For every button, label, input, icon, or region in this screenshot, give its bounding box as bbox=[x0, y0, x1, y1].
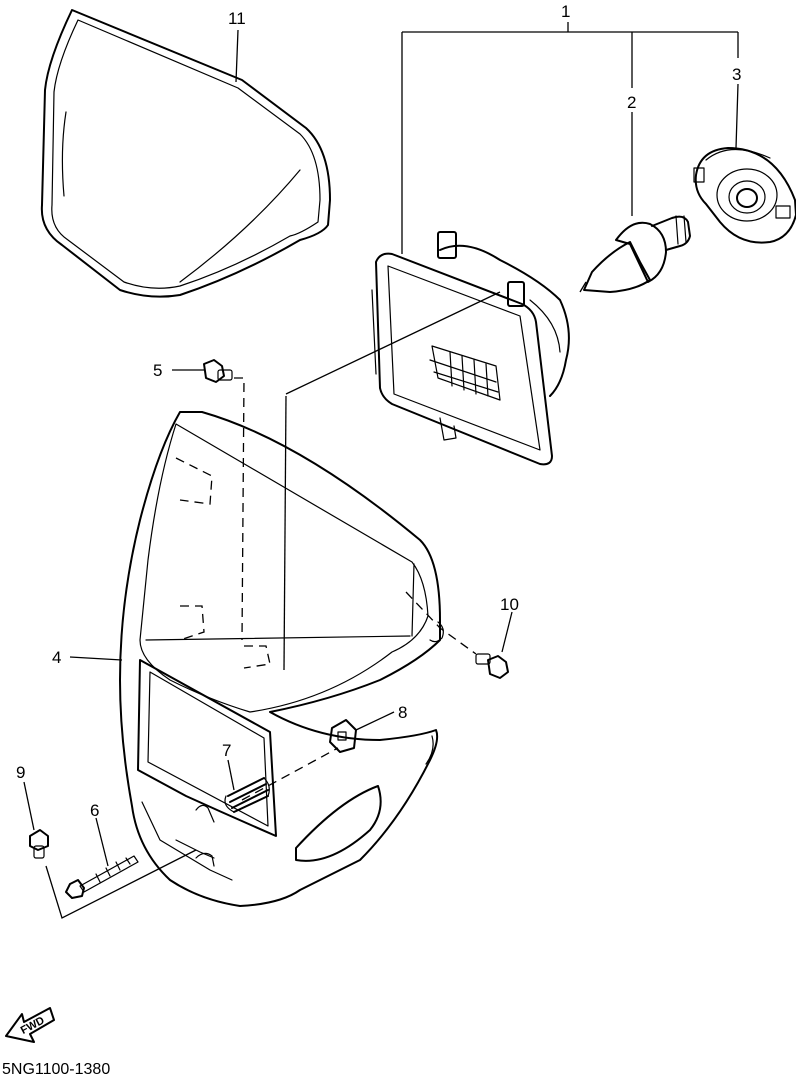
callout-5: 5 bbox=[153, 361, 162, 380]
callout-6: 6 bbox=[90, 801, 99, 820]
callout-1: 1 bbox=[561, 2, 570, 21]
nut-part bbox=[329, 719, 357, 753]
callout-9: 9 bbox=[16, 763, 25, 782]
callout-labels: 1 2 3 4 5 6 7 8 9 10 11 bbox=[16, 2, 741, 820]
callout-3: 3 bbox=[732, 65, 741, 84]
headlight-cowl-part bbox=[119, 411, 444, 907]
socket-cover-part bbox=[693, 147, 796, 244]
callout-lines bbox=[23, 22, 739, 919]
headlight-unit-part bbox=[371, 231, 570, 466]
drawing-code: 5NG1100-1380 bbox=[2, 1061, 110, 1078]
callout-4: 4 bbox=[52, 648, 61, 667]
screw-part bbox=[29, 829, 49, 859]
forward-arrow-icon: FWD bbox=[5, 1007, 55, 1043]
spring-part bbox=[224, 777, 270, 813]
bolt-10-part bbox=[475, 653, 509, 679]
callout-11: 11 bbox=[228, 9, 246, 28]
long-bolt-part bbox=[65, 855, 139, 899]
bolt-5-part bbox=[203, 359, 233, 383]
callout-7: 7 bbox=[222, 741, 231, 760]
bulb-part bbox=[579, 215, 691, 293]
callout-8: 8 bbox=[398, 703, 407, 722]
callout-2: 2 bbox=[627, 93, 636, 112]
callout-10: 10 bbox=[500, 595, 519, 614]
lens-cover-part bbox=[40, 9, 331, 298]
